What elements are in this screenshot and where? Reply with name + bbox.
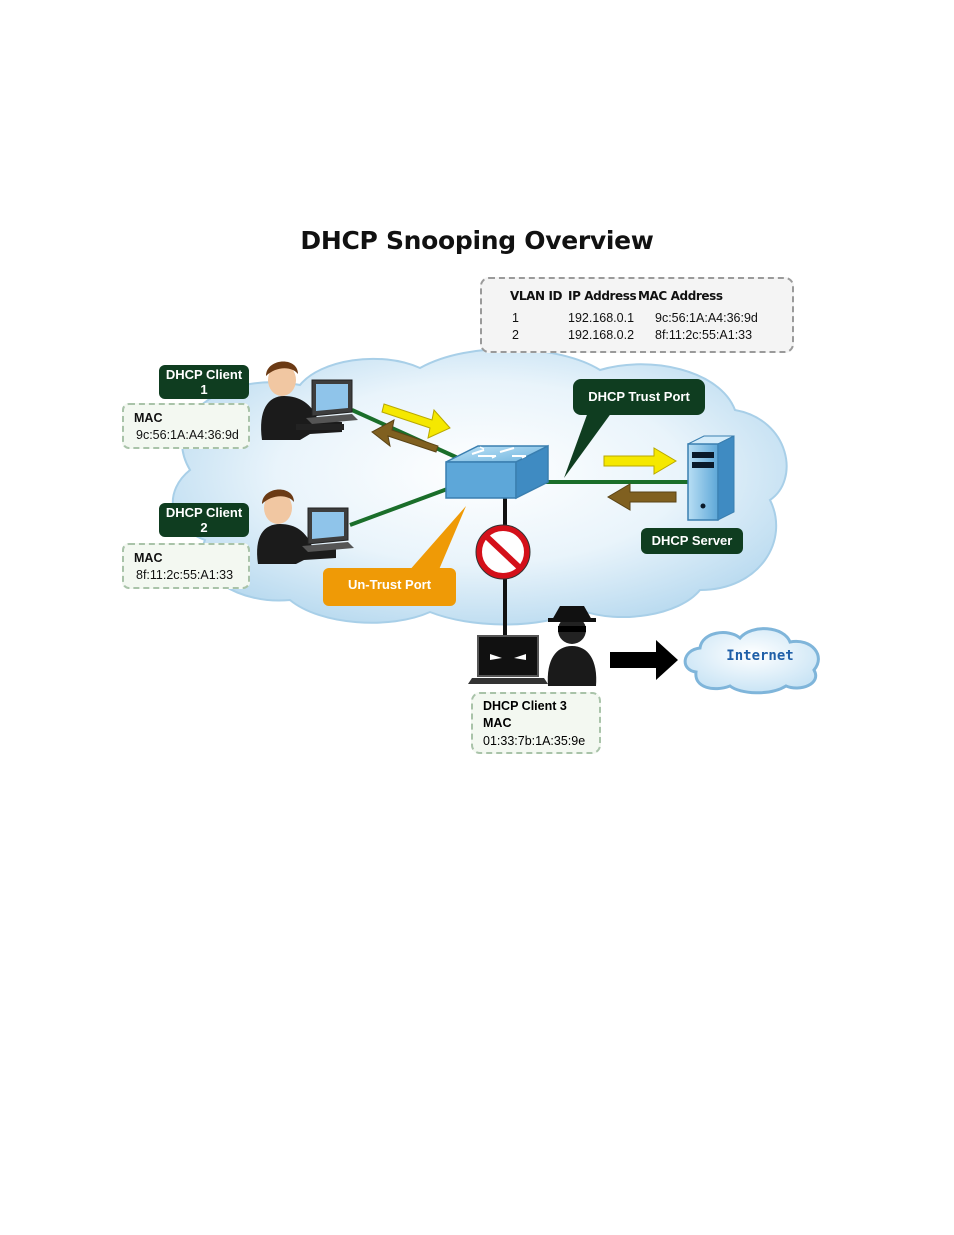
- client2-laptop-icon: [302, 508, 354, 552]
- untrust-port-label: Un-Trust Port: [323, 568, 456, 606]
- client3-name: DHCP Client 3: [483, 699, 567, 713]
- client1-number: 1: [159, 382, 249, 397]
- client2-mac-label: MAC: [134, 551, 162, 565]
- internet-label: Internet: [704, 648, 816, 664]
- row1-ip: 192.168.0.1: [568, 311, 634, 325]
- client2-mac-value: 8f:11:2c:55:A1:33: [136, 568, 233, 582]
- col-header-mac: MAC Address: [638, 289, 723, 303]
- arrow-to-internet: [610, 640, 678, 680]
- binding-table: VLAN ID IP Address MAC Address 1 192.168…: [480, 277, 794, 353]
- row1-vlan: 1: [512, 311, 519, 325]
- client2-tag: DHCP Client 2: [159, 503, 249, 537]
- row2-vlan: 2: [512, 328, 519, 342]
- row2-ip: 192.168.0.2: [568, 328, 634, 342]
- evil-laptop-icon: [468, 636, 548, 684]
- client1-mac-box: MAC 9c:56:1A:A4:36:9d: [122, 403, 250, 449]
- diagram-title: DHCP Snooping Overview: [0, 226, 954, 255]
- row1-mac: 9c:56:1A:A4:36:9d: [655, 311, 758, 325]
- client2-mac-box: MAC 8f:11:2c:55:A1:33: [122, 543, 250, 589]
- server-label: DHCP Server: [641, 528, 743, 554]
- switch-icon: [446, 446, 548, 498]
- client3-info-box: DHCP Client 3 MAC 01:33:7b:1A:35:9e: [471, 692, 601, 754]
- client1-laptop-icon: [306, 380, 358, 424]
- trust-port-label: DHCP Trust Port: [573, 379, 705, 415]
- col-header-ip: IP Address: [568, 289, 636, 303]
- client2-name: DHCP Client: [159, 505, 249, 520]
- client3-mac-value: 01:33:7b:1A:35:9e: [483, 734, 585, 748]
- client1-mac-value: 9c:56:1A:A4:36:9d: [136, 428, 239, 442]
- client2-number: 2: [159, 520, 249, 535]
- server-icon: [688, 436, 734, 520]
- client1-tag: DHCP Client 1: [159, 365, 249, 399]
- row2-mac: 8f:11:2c:55:A1:33: [655, 328, 752, 342]
- no-entry-icon: [476, 525, 530, 579]
- client1-name: DHCP Client: [159, 367, 249, 382]
- hacker-icon: [548, 606, 597, 686]
- col-header-vlan: VLAN ID: [510, 289, 562, 303]
- client1-mac-label: MAC: [134, 411, 162, 425]
- client3-mac-label: MAC: [483, 716, 511, 730]
